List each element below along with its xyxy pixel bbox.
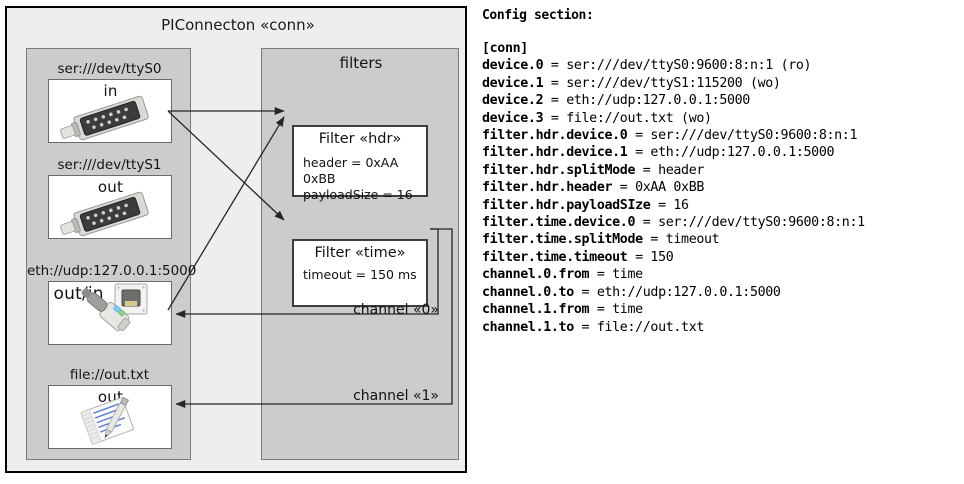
network-plug-icon (49, 282, 173, 346)
config-line-key: device.3 (482, 110, 544, 126)
device-io-ttys0: in (103, 82, 118, 100)
config-line: filter.hdr.header = 0xAA 0xBB (482, 179, 960, 196)
config-line-key: filter.hdr.header (482, 180, 613, 196)
config-line: channel.0.from = time (482, 266, 960, 283)
device-box-ttys1[interactable]: out (47, 175, 173, 240)
config-line-value: = eth://udp:127.0.0.1:5000 (627, 145, 835, 161)
config-line-value: = time (589, 302, 643, 318)
config-line: filter.hdr.device.1 = eth://udp:127.0.0.… (482, 144, 960, 161)
config-line-value: = file://out.txt (573, 319, 705, 335)
config-line-key: [conn] (482, 41, 528, 56)
config-line-value: = 16 (650, 197, 689, 213)
config-line: channel.1.to = file://out.txt (482, 319, 960, 336)
config-line-key: filter.hdr.payloadSIze (482, 197, 651, 213)
filters-panel-title: filters (339, 54, 383, 72)
config-line-key: filter.time.timeout (482, 249, 628, 265)
config-line: filter.time.device.0 = ser:///dev/ttyS0:… (482, 214, 960, 231)
device-group-ttys0: ser:///dev/ttyS0 in (27, 61, 192, 143)
config-line-value: = ser:///dev/ttyS0:9600:8:n:1 (ro) (543, 58, 812, 74)
serial-port-icon (49, 80, 173, 144)
config-line-key: channel.1.from (482, 302, 590, 318)
config-line-key: device.0 (482, 58, 544, 74)
config-line-key: device.2 (482, 93, 544, 109)
filter-box-hdr[interactable]: Filter «hdr» header = 0xAA 0xBB payloadS… (292, 125, 428, 202)
config-lines: [conn]device.0 = ser:///dev/ttyS0:9600:8… (482, 40, 960, 336)
device-group-eth: eth://udp:127.0.0.1:5000 out/in (27, 263, 197, 346)
config-line-value: = eth://udp:127.0.0.1:5000 (573, 284, 781, 300)
config-line-value: = file://out.txt (wo) (543, 110, 712, 126)
config-line-value: = time (589, 267, 643, 283)
config-line-key: filter.hdr.splitMode (482, 162, 636, 178)
filter-hdr-props: header = 0xAA 0xBB payloadSize = 16 (303, 155, 426, 203)
config-line: channel.1.from = time (482, 301, 960, 318)
channel-0-label: channel «0» (353, 302, 439, 318)
device-box-eth[interactable]: out/in (47, 281, 173, 346)
piconnecton-frame: PIConnecton «conn» ser:///dev/ttyS0 in (5, 6, 467, 473)
config-line: device.1 = ser:///dev/ttyS1:115200 (wo) (482, 75, 960, 92)
channel-1-label: channel «1» (353, 388, 439, 404)
config-line: filter.hdr.splitMode = header (482, 162, 960, 179)
config-line-key: channel.1.to (482, 319, 574, 335)
page-title: PIConnecton «conn» (161, 16, 315, 34)
config-line: filter.time.splitMode = timeout (482, 231, 960, 248)
device-label-eth: eth://udp:127.0.0.1:5000 (27, 263, 197, 279)
device-label-file: file://out.txt (69, 367, 150, 383)
serial-port-icon (49, 176, 173, 240)
device-group-file: file://out.txt out (27, 367, 192, 449)
filter-box-time[interactable]: Filter «time» timeout = 150 ms (292, 239, 428, 307)
device-box-file[interactable]: out (47, 385, 173, 450)
config-line-value: = header (635, 162, 705, 178)
text-file-icon (49, 386, 173, 450)
device-group-ttys1: ser:///dev/ttyS1 out (27, 157, 192, 239)
config-line: filter.hdr.payloadSIze = 16 (482, 197, 960, 214)
config-line-key: filter.time.device.0 (482, 215, 636, 231)
config-line: channel.0.to = eth://udp:127.0.0.1:5000 (482, 284, 960, 301)
filter-hdr-prop-header: header = 0xAA 0xBB (303, 155, 399, 186)
config-line-key: channel.0.from (482, 267, 590, 283)
config-line-value: = 0xAA 0xBB (612, 180, 705, 196)
config-line-key: filter.hdr.device.0 (482, 128, 628, 144)
config-line-key: filter.time.splitMode (482, 232, 643, 248)
config-line-key: filter.hdr.device.1 (482, 145, 628, 161)
device-box-ttys0[interactable]: in (47, 79, 173, 144)
filter-hdr-prop-payloadsize: payloadSize = 16 (303, 187, 413, 202)
devices-panel: ser:///dev/ttyS0 in (26, 48, 197, 460)
config-line: device.3 = file://out.txt (wo) (482, 110, 960, 127)
config-line-value: = ser:///dev/ttyS1:115200 (wo) (543, 75, 781, 91)
config-line: device.0 = ser:///dev/ttyS0:9600:8:n:1 (… (482, 57, 960, 74)
config-line: filter.time.timeout = 150 (482, 249, 960, 266)
config-line-key: device.1 (482, 75, 544, 91)
config-heading: Config section: (482, 8, 594, 23)
filter-time-title: Filter «time» (314, 245, 406, 261)
device-io-ttys1: out (97, 178, 124, 196)
config-line-value: = eth://udp:127.0.0.1:5000 (543, 93, 750, 109)
config-line-value: = timeout (642, 232, 720, 248)
device-label-ttys1: ser:///dev/ttyS1 (57, 157, 162, 173)
config-line: device.2 = eth://udp:127.0.0.1:5000 (482, 92, 960, 109)
filter-hdr-title: Filter «hdr» (318, 131, 402, 147)
config-line-key: channel.0.to (482, 284, 574, 300)
config-section: Config section: [conn]device.0 = ser:///… (482, 8, 960, 336)
config-line: [conn] (482, 40, 960, 57)
filter-time-prop-timeout: timeout = 150 ms (303, 267, 417, 282)
config-line-value: = 150 (627, 249, 674, 265)
device-label-ttys0: ser:///dev/ttyS0 (57, 61, 162, 77)
filter-time-props: timeout = 150 ms (303, 267, 417, 283)
config-line-value: = ser:///dev/ttyS0:9600:8:n:1 (635, 215, 865, 231)
config-line: filter.hdr.device.0 = ser:///dev/ttyS0:9… (482, 127, 960, 144)
config-line-value: = ser:///dev/ttyS0:9600:8:n:1 (627, 128, 858, 144)
